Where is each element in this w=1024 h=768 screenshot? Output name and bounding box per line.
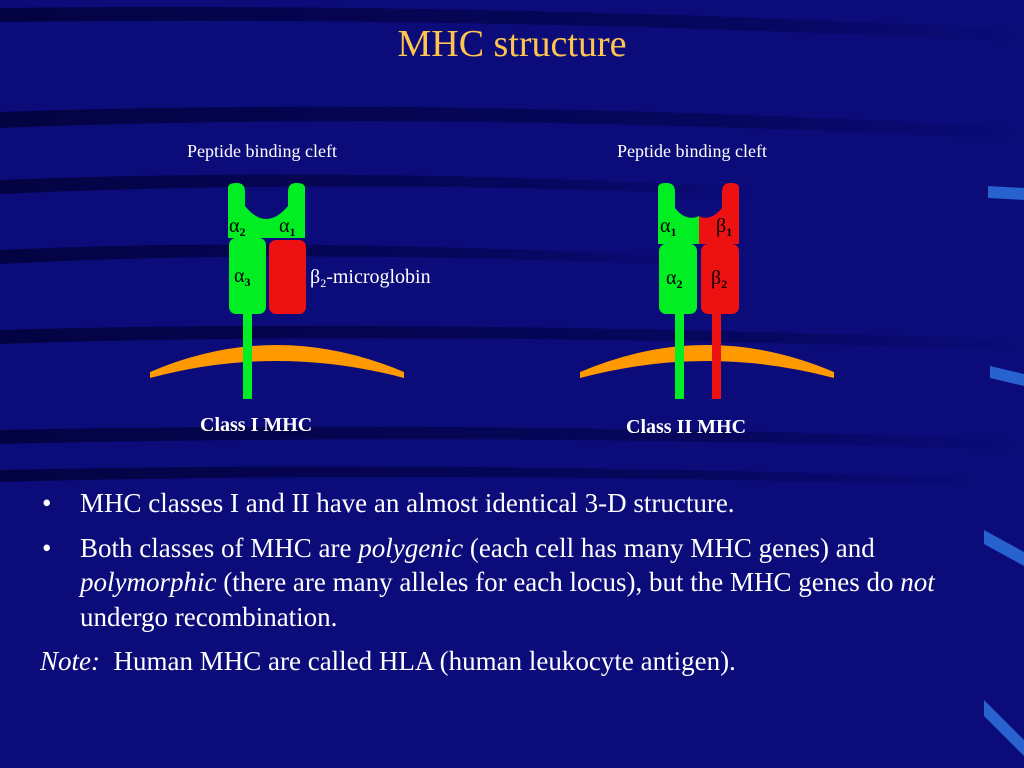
beta1-label-class2: β1 [716,215,733,239]
bullet-text-2c: (there are many alleles for each locus),… [216,567,901,598]
class2-label: Class II MHC [626,416,747,438]
alpha-chain-stalk-class2 [675,305,684,399]
emphasis-polygenic: polygenic [358,532,464,563]
bullet-text-2d: undergo recombination. [80,601,338,632]
membrane-class2 [580,345,834,378]
slide-title: MHC structure [397,23,627,65]
bullet-dot: • [42,488,52,518]
bullet-item-2: • Both classes of MHC are polygenic (eac… [40,531,990,635]
bullet-list: • MHC classes I and II have an almost id… [40,486,990,679]
beta-chain-stalk-class2 [712,305,721,399]
beta2-domain-class2 [701,244,739,314]
alpha2-label-class2: α2 [666,267,683,291]
emphasis-polymorphic: polymorphic [80,567,217,598]
emphasis-not: not [900,567,935,598]
bullet-text-2b: (each cell has many MHC genes) and [463,532,875,563]
note-line: Note: Human MHC are called HLA (human le… [40,644,990,679]
bullet-item-1: • MHC classes I and II have an almost id… [40,486,990,521]
alpha2-domain-class2 [659,244,697,314]
note-text: Human MHC are called HLA (human leukocyt… [100,646,736,677]
bullet-text-2a: Both classes of MHC are [80,532,359,563]
membrane-class1 [150,345,404,378]
alpha2-label-class1: α2 [229,215,246,239]
alpha1-label-class1: α1 [279,215,296,239]
beta2-label-class2: β2 [711,267,728,291]
class1-label: Class I MHC [200,414,313,436]
alpha1-domain-class2 [658,183,699,244]
beta1-domain-class2 [699,183,739,244]
alpha-chain-stalk-class1 [243,305,252,399]
alpha3-domain [229,238,266,314]
cleft-label-class1: Peptide binding cleft [187,141,337,161]
peptide-cleft-class1 [228,183,305,238]
note-label: Note: [40,646,100,677]
cleft-label-class2: Peptide binding cleft [617,141,767,161]
alpha1-label-class2: α1 [660,215,677,239]
alpha3-label: α3 [234,265,251,289]
beta2-microglobulin-label: β2-microglobin [310,266,431,290]
bullet-dot: • [42,532,52,563]
beta2-microglobulin [269,240,306,314]
bullet-text-1: MHC classes I and II have an almost iden… [80,488,735,518]
